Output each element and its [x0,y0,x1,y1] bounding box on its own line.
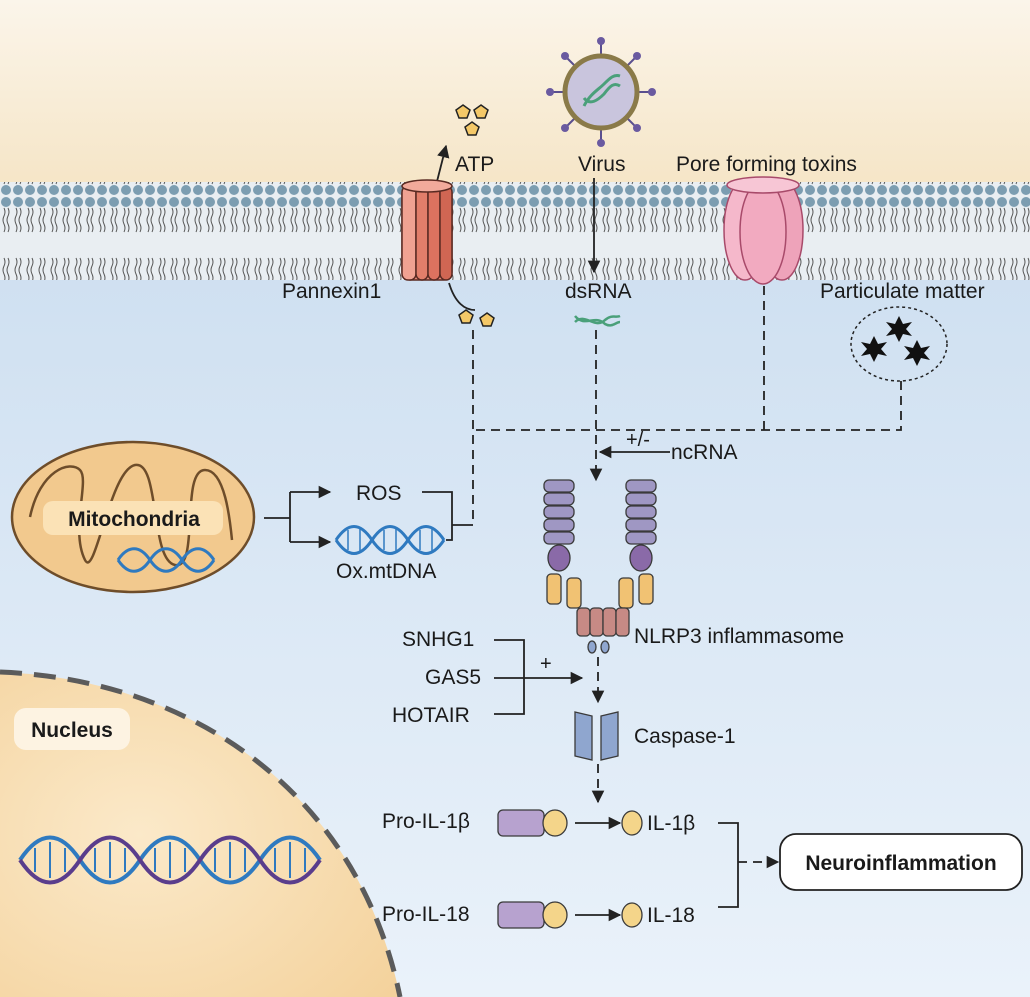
il18-label: IL-18 [647,904,695,927]
pro-il1b-icon [497,809,568,837]
nucleus-label: Nucleus [31,719,113,742]
gas5-label: GAS5 [425,666,481,689]
mito-branch [264,492,291,542]
nlrp3-inflammasome-icon [543,479,657,654]
extracellular-space [0,0,1030,200]
ox-mtdna-label: Ox.mtDNA [336,560,436,583]
pro-il18-label: Pro-IL-18 [382,903,470,926]
atp-molecules-outside-icon [455,104,489,136]
pannexin1-channel-icon [401,179,453,281]
pannexin1-label: Pannexin1 [282,280,381,303]
lipid-bilayer [0,182,1030,280]
pro-il1b-label: Pro-IL-1β [382,810,470,833]
ncrna-modulation-label: +/- [626,429,650,451]
pannexin-curve [448,282,476,311]
nucleus: Nucleus [0,669,403,997]
ros-label: ROS [356,482,402,505]
atp-molecules-inside-icon [458,309,495,327]
il1b-icon [621,810,643,836]
hotair-label: HOTAIR [392,704,470,727]
caspase1-icon [574,711,619,761]
particulate-matter-icon [861,316,930,366]
pore-forming-toxin-icon [723,176,804,285]
mitochondria-label-bg [43,501,223,535]
dsrna-icon [574,314,621,327]
ox-mtdna-icon [334,525,446,555]
il18-icon [621,902,643,928]
particulate-matter-cluster [850,306,948,382]
caspase1-label: Caspase-1 [634,725,736,748]
mtdna-icon [116,547,216,573]
virus-icon [546,37,656,147]
mitochondria-label: Mitochondria [68,508,200,531]
ros-mtdna-join [422,491,473,541]
snhg1-label: SNHG1 [402,628,474,651]
neuroinflammation-box [779,833,1023,891]
virus-label: Virus [578,153,625,176]
pro-il18-icon [497,901,568,929]
il1b-label: IL-1β [647,812,695,835]
nlrp3-label: NLRP3 inflammasome [634,625,844,648]
dsrna-label: dsRNA [565,280,632,303]
particulate-line [473,381,902,431]
lnc-effect-label: + [540,653,552,675]
ncrna-label: ncRNA [671,441,738,464]
pore-forming-toxins-label: Pore forming toxins [676,153,857,176]
particulate-matter-label: Particulate matter [820,280,985,303]
neuroinflammation-label: Neuroinflammation [805,852,996,875]
lnc-bracket [494,639,525,715]
nucleus-label-bg [14,708,130,750]
atp-label: ATP [455,153,494,176]
il-bracket [718,822,739,908]
nuclear-dna-icon [18,835,322,885]
mitochondria-icon: Mitochondria [10,440,256,594]
